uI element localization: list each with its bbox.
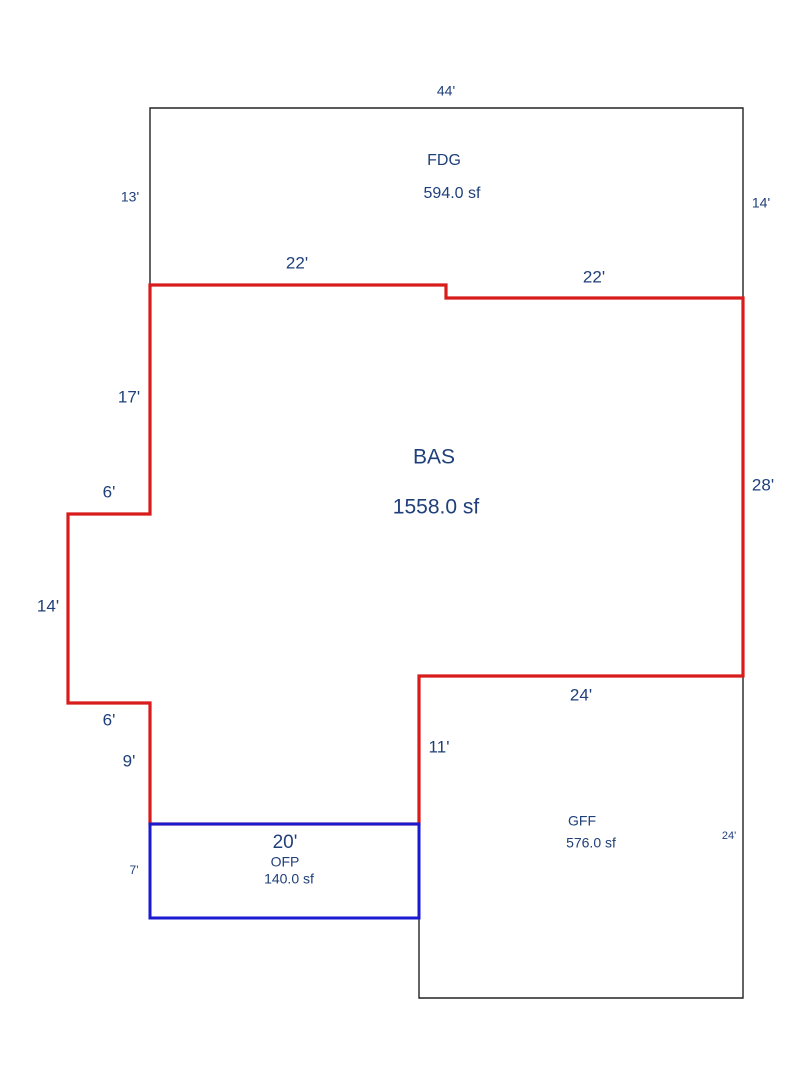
fdg-right-dimension: 14' <box>752 195 770 211</box>
bas-bump-side-dimension: 14' <box>37 596 59 615</box>
fdg-code-label: FDG <box>427 152 461 169</box>
bas-left-lower-dimension: 9' <box>123 751 136 770</box>
bas-right-dimension: 28' <box>752 475 774 494</box>
gff-outline <box>418 676 744 999</box>
bas-top-right-dimension: 22' <box>583 267 605 286</box>
fdg-area-label: 594.0 sf <box>424 185 481 202</box>
gff-code-label: GFF <box>568 813 596 829</box>
fdg-top-dimension: 44' <box>437 83 455 99</box>
bas-bump-top-dimension: 6' <box>103 482 116 501</box>
gff-right-dimension: 24' <box>722 830 736 842</box>
bas-inner-step-dimension: 11' <box>429 737 450 756</box>
ofp-code-label: OFP <box>271 854 300 870</box>
bas-code-label: BAS <box>413 446 455 469</box>
bas-outline <box>66 283 745 826</box>
gff-area-label: 576.0 sf <box>566 835 616 851</box>
bas-left-upper-dimension: 17' <box>118 387 140 406</box>
ofp-top-dimension: 20' <box>273 832 298 853</box>
bas-bump-bottom-dimension: 6' <box>103 710 116 729</box>
ofp-left-dimension: 7' <box>130 863 139 877</box>
fdg-outline <box>149 107 744 298</box>
fdg-left-dimension: 13' <box>121 189 139 205</box>
ofp-area-label: 140.0 sf <box>264 871 314 887</box>
bas-bottom-right-dimension: 24' <box>570 685 592 704</box>
ofp-outline <box>148 822 421 920</box>
bas-area-label: 1558.0 sf <box>393 496 480 519</box>
bas-top-left-dimension: 22' <box>286 253 308 272</box>
